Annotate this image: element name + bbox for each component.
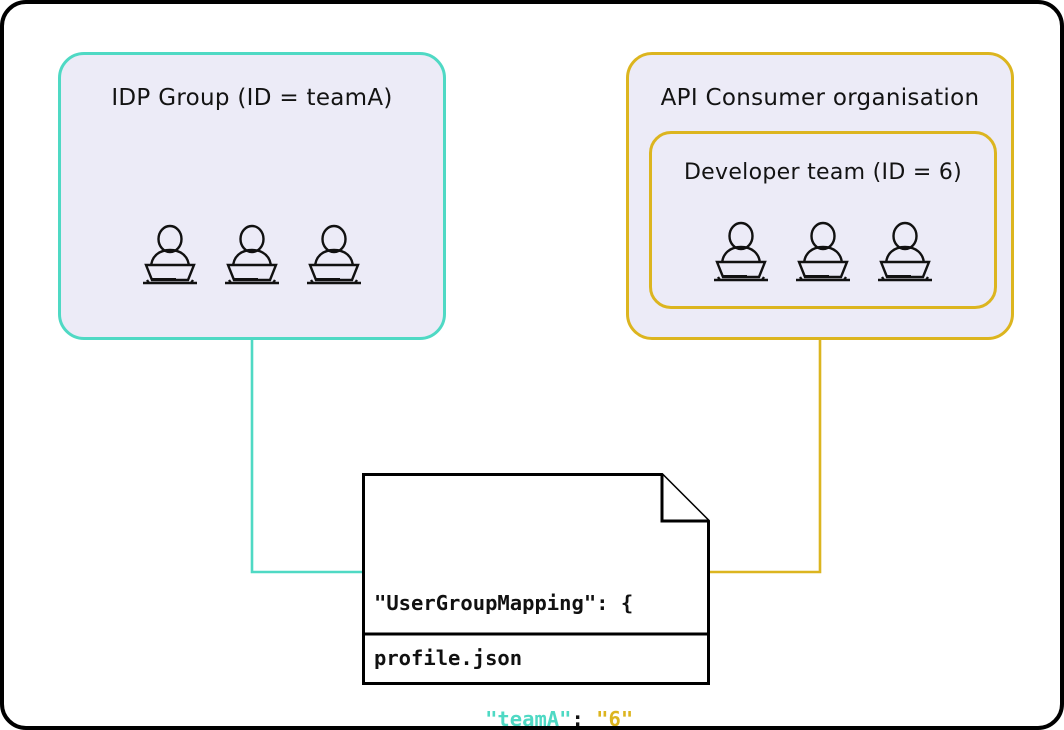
file-with-folded-corner-icon <box>362 473 710 685</box>
api-consumer-org-box[interactable]: API Consumer organisation Developer team… <box>626 52 1014 340</box>
person-at-laptop-icon <box>143 224 197 285</box>
person-at-laptop-icon <box>796 221 850 282</box>
person-at-laptop-icon <box>878 221 932 282</box>
code-line-1: "UserGroupMapping": { <box>374 591 634 615</box>
profile-json-document[interactable]: "UserGroupMapping": { "teamA": "6" } pro… <box>362 473 710 726</box>
idp-people-row <box>61 223 443 285</box>
api-consumer-org-title: API Consumer organisation <box>660 85 980 111</box>
code-line-2: "teamA": "6" <box>374 676 704 730</box>
developer-team-title: Developer team (ID = 6) <box>683 160 963 185</box>
json-value-team-id: "6" <box>596 707 634 730</box>
idp-group-box[interactable]: IDP Group (ID = teamA) <box>58 52 446 340</box>
json-key-teamA: "teamA" <box>485 707 572 730</box>
person-at-laptop-icon <box>225 224 279 285</box>
json-separator: : <box>571 707 597 730</box>
idp-group-title: IDP Group (ID = teamA) <box>111 85 393 111</box>
code-indent <box>473 705 485 726</box>
person-at-laptop-icon <box>714 221 768 282</box>
person-at-laptop-icon <box>307 224 361 285</box>
developer-team-people-row <box>652 220 994 282</box>
developer-team-box[interactable]: Developer team (ID = 6) <box>649 131 997 309</box>
json-code-block: "UserGroupMapping": { "teamA": "6" } <box>374 531 704 730</box>
document-filename: profile.json <box>374 646 523 670</box>
